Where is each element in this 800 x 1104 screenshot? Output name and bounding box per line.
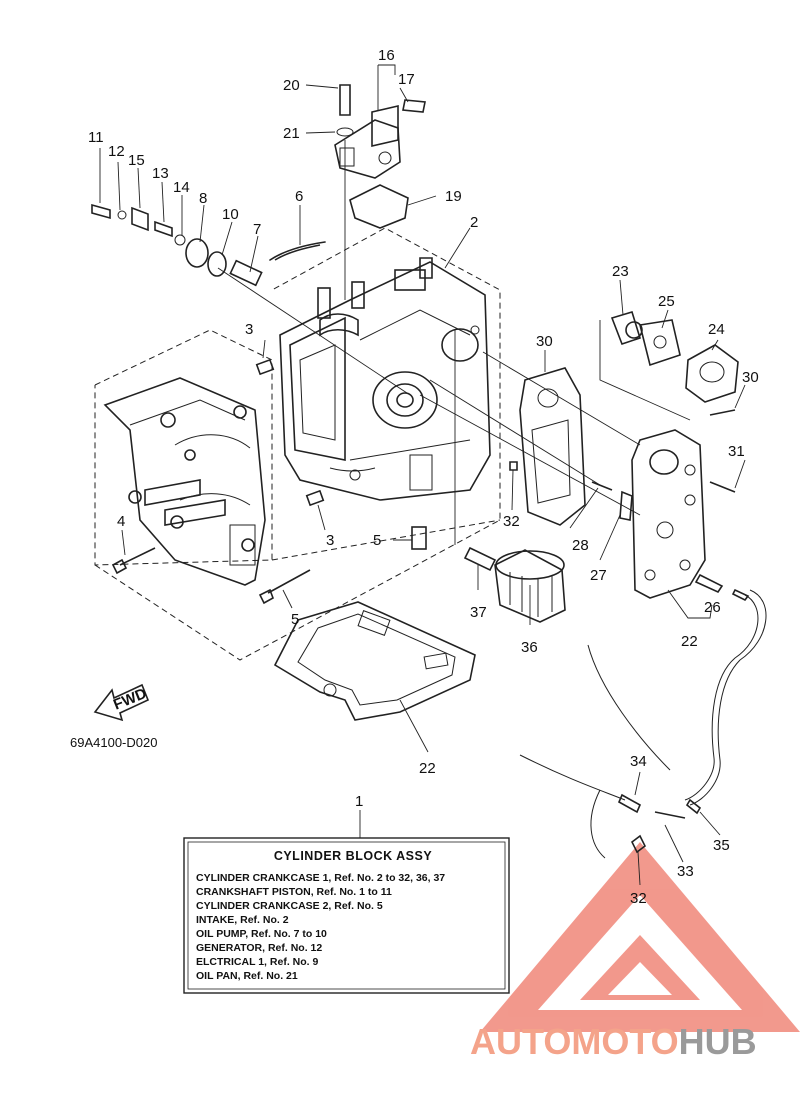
callout-6: 5	[373, 532, 381, 549]
callout-12: 12	[108, 143, 125, 160]
callout-11: 11	[88, 129, 104, 146]
callout-labels: 16 17 20 21 19 11 12 15 13 14 8 10 7 6 2…	[88, 47, 759, 907]
legend-line: INTAKE, Ref. No. 2	[196, 914, 289, 926]
callout-36: 36	[521, 639, 538, 656]
callout-22: 23	[612, 263, 629, 280]
callout-5: 5	[291, 611, 299, 628]
callout-37: 37	[470, 604, 487, 621]
callout-13: 13	[152, 165, 169, 182]
oil-pump-housing	[334, 104, 401, 179]
fwd-arrow-icon: FWD	[93, 683, 149, 722]
callout-31: 32	[503, 513, 520, 530]
callout-32: 32	[630, 890, 647, 907]
callout-34: 34	[630, 753, 647, 770]
callout-25: 22	[681, 633, 698, 650]
callout-35: 35	[713, 837, 730, 854]
callout-1: 1	[355, 793, 363, 810]
shaft-parts	[91, 203, 326, 287]
fwd-label: FWD	[111, 685, 149, 714]
callout-17: 17	[398, 71, 415, 88]
callout-30a: 30	[742, 369, 759, 386]
legend-line: OIL PUMP, Ref. No. 7 to 10	[196, 928, 327, 940]
diagram-code: 69A4100-D020	[70, 735, 157, 750]
oil-filter	[494, 549, 566, 623]
callout-8: 7	[253, 221, 261, 238]
callout-21: 22	[419, 760, 436, 777]
callout-10: 10	[222, 206, 239, 223]
legend-line: GENERATOR, Ref. No. 12	[196, 942, 322, 954]
watermark-part1: AUTOMOTO	[470, 1021, 679, 1062]
callout-19: 20	[283, 77, 300, 94]
callout-27: 27	[590, 567, 607, 584]
legend-title: CYLINDER BLOCK ASSY	[274, 849, 433, 863]
watermark-logo	[480, 842, 800, 1032]
assembly-outlines	[94, 227, 501, 661]
legend-line: CRANKSHAFT PISTON, Ref. No. 1 to 11	[196, 886, 392, 898]
leader-lines	[99, 64, 746, 886]
cylinder-crankcase	[279, 257, 491, 501]
crankcase-cover	[103, 377, 266, 586]
callout-28: 28	[572, 537, 589, 554]
watermark-wordmark: AUTOMOTOHUB	[470, 1021, 757, 1062]
callout-7: 6	[295, 188, 303, 205]
oil-pan-gasket	[273, 601, 476, 721]
callout-16: 16	[378, 47, 395, 64]
callout-33: 33	[677, 863, 694, 880]
legend-line: ELCTRICAL 1, Ref. No. 9	[196, 956, 318, 968]
thermostat-cover	[631, 429, 706, 599]
callout-2: 2	[470, 214, 478, 231]
fasteners	[111, 84, 750, 854]
callout-15: 15	[128, 152, 145, 169]
svg-text:AUTOMOTOHUB: AUTOMOTOHUB	[470, 1021, 757, 1062]
callout-30b: 31	[728, 443, 745, 460]
sensor-group	[610, 311, 739, 403]
callout-26: 26	[704, 599, 721, 616]
callout-3b: 3	[326, 532, 334, 549]
callout-18: 19	[445, 188, 462, 205]
callout-14: 14	[173, 179, 190, 196]
hoses	[519, 589, 767, 859]
callout-4: 4	[117, 513, 125, 530]
cover-gasket	[519, 367, 586, 526]
callout-23: 24	[708, 321, 725, 338]
callout-29: 30	[536, 333, 553, 350]
pump-gasket	[349, 184, 409, 229]
legend-line: OIL PAN, Ref. No. 21	[196, 970, 298, 982]
legend-box: CYLINDER BLOCK ASSY CYLINDER CRANKCASE 1…	[183, 837, 510, 994]
legend-line: CYLINDER CRANKCASE 2, Ref. No. 5	[196, 900, 383, 912]
legend-line: CYLINDER CRANKCASE 1, Ref. No. 2 to 32, …	[196, 872, 445, 884]
callout-24: 25	[658, 293, 675, 310]
callout-9: 8	[199, 190, 207, 207]
callout-3a: 3	[245, 321, 253, 338]
callout-20: 21	[283, 125, 300, 142]
watermark-part2: HUB	[679, 1021, 757, 1062]
